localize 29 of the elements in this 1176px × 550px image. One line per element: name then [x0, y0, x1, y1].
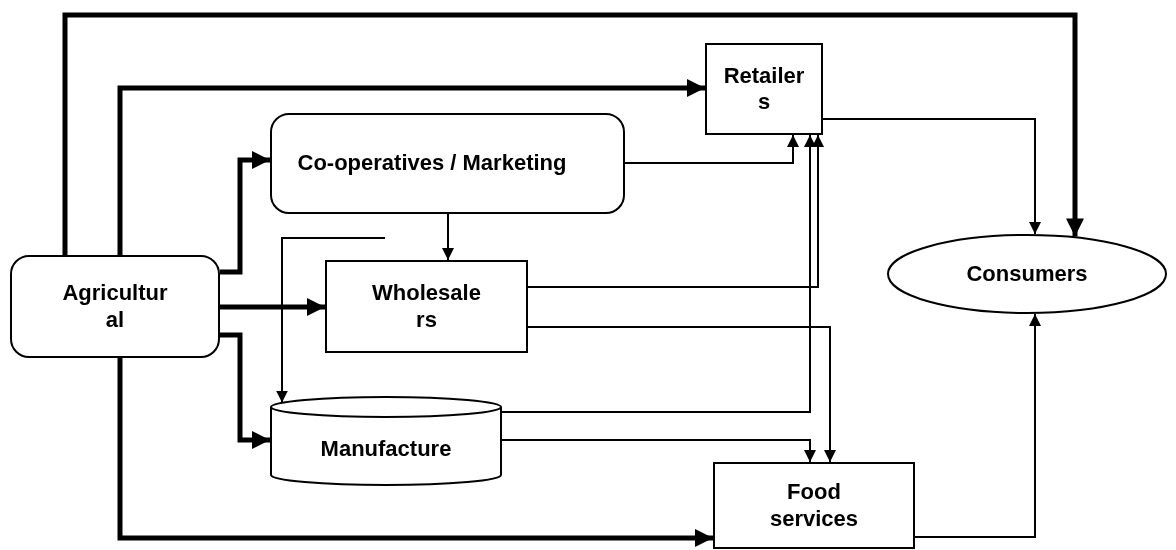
agricultural-box: [10, 255, 220, 358]
node-label: Manufacture: [320, 435, 452, 463]
wholesalers-box: [325, 260, 528, 353]
food-services-box: [713, 462, 915, 549]
retailers-box: [705, 43, 823, 135]
arrow: [276, 237, 386, 404]
node-label: Agricultur al: [62, 280, 168, 333]
node-label: Wholesale rs: [372, 280, 481, 333]
node-label: Retailer s: [723, 62, 805, 116]
arrow: [117, 358, 713, 547]
arrow: [501, 134, 816, 413]
arrow: [527, 134, 824, 288]
node-label: Food services: [769, 479, 859, 532]
consumers-ellipse: [887, 234, 1167, 314]
node-label: Co-operatives / Marketing: [297, 150, 568, 177]
arrow: [117, 79, 705, 255]
arrow: [220, 298, 325, 316]
arrow: [220, 332, 270, 449]
arrow: [501, 439, 816, 463]
arrow: [822, 118, 1041, 236]
cooperatives-box: [270, 113, 625, 214]
arrow: [624, 134, 799, 164]
arrow: [62, 12, 1084, 255]
arrow: [914, 312, 1041, 538]
node-label: Consumers: [966, 260, 1088, 288]
arrow: [442, 213, 454, 261]
manufacture-cylinder: [270, 397, 502, 485]
arrow: [527, 326, 836, 463]
arrow: [220, 151, 270, 275]
